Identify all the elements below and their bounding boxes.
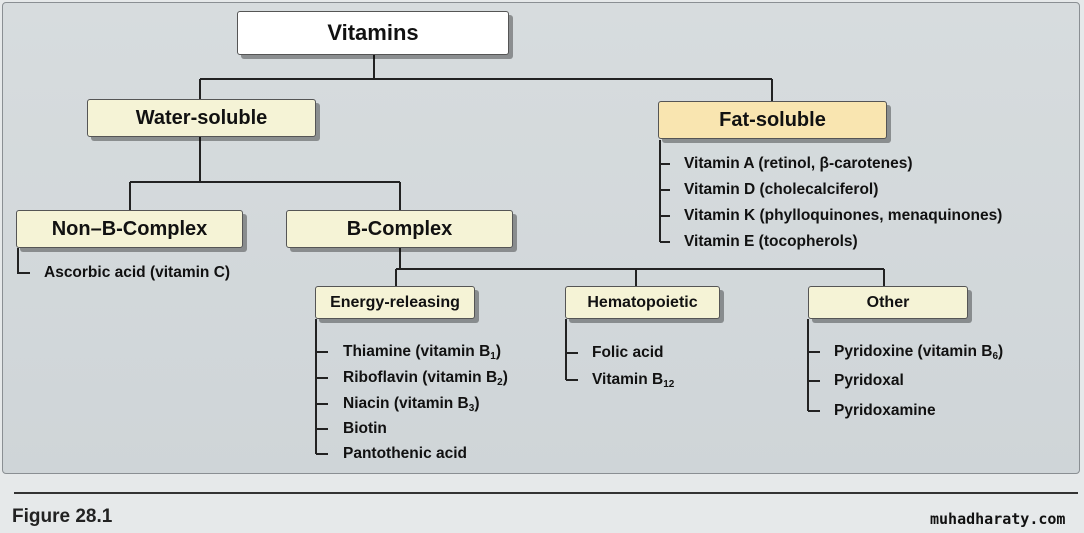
- hematopoietic-label: Hematopoietic: [587, 293, 698, 311]
- non-b-complex-label: Non–B-Complex: [51, 217, 208, 240]
- vitamins-title-box: Vitamins: [237, 11, 509, 55]
- fat-soluble-box: Fat-soluble: [658, 101, 887, 139]
- watermark-credit: muhadharaty.com: [930, 510, 1066, 528]
- fat-item-vitamin-k: Vitamin K (phylloquinones, menaquinones): [684, 207, 1003, 224]
- other-box: Other: [808, 286, 968, 319]
- fat-soluble-label: Fat-soluble: [719, 108, 826, 131]
- hematopoietic-box: Hematopoietic: [565, 286, 720, 319]
- energy-item-riboflavin: Riboflavin (vitamin B2): [343, 369, 508, 388]
- energy-releasing-label: Energy-releasing: [330, 293, 460, 311]
- water-soluble-label: Water-soluble: [135, 106, 268, 129]
- hematopoietic-item-folic-acid: Folic acid: [592, 344, 664, 361]
- energy-item-niacin: Niacin (vitamin B3): [343, 395, 480, 414]
- b-complex-label: B-Complex: [346, 217, 453, 240]
- energy-item-biotin: Biotin: [343, 420, 387, 437]
- non-b-item-ascorbic-acid: Ascorbic acid (vitamin C): [44, 264, 231, 281]
- non-b-complex-box: Non–B-Complex: [16, 210, 243, 248]
- other-item-pyridoxal: Pyridoxal: [834, 372, 904, 389]
- figure-caption: Figure 28.1: [12, 506, 113, 527]
- other-item-pyridoxine: Pyridoxine (vitamin B6): [834, 343, 1004, 362]
- energy-releasing-box: Energy-releasing: [315, 286, 475, 319]
- fat-item-vitamin-d: Vitamin D (cholecalciferol): [684, 181, 879, 198]
- other-item-pyridoxamine: Pyridoxamine: [834, 402, 936, 419]
- fat-item-vitamin-e: Vitamin E (tocopherols): [684, 233, 858, 250]
- caption-rule: [14, 492, 1078, 494]
- b-complex-box: B-Complex: [286, 210, 513, 248]
- fat-item-vitamin-a: Vitamin A (retinol, β-carotenes): [684, 155, 913, 172]
- energy-item-pantothenic-acid: Pantothenic acid: [343, 445, 468, 462]
- other-label: Other: [866, 293, 910, 311]
- water-soluble-box: Water-soluble: [87, 99, 316, 137]
- vitamins-title: Vitamins: [327, 20, 419, 45]
- hematopoietic-item-vitamin-b12: Vitamin B12: [592, 371, 675, 390]
- energy-item-thiamine: Thiamine (vitamin B1): [343, 343, 502, 362]
